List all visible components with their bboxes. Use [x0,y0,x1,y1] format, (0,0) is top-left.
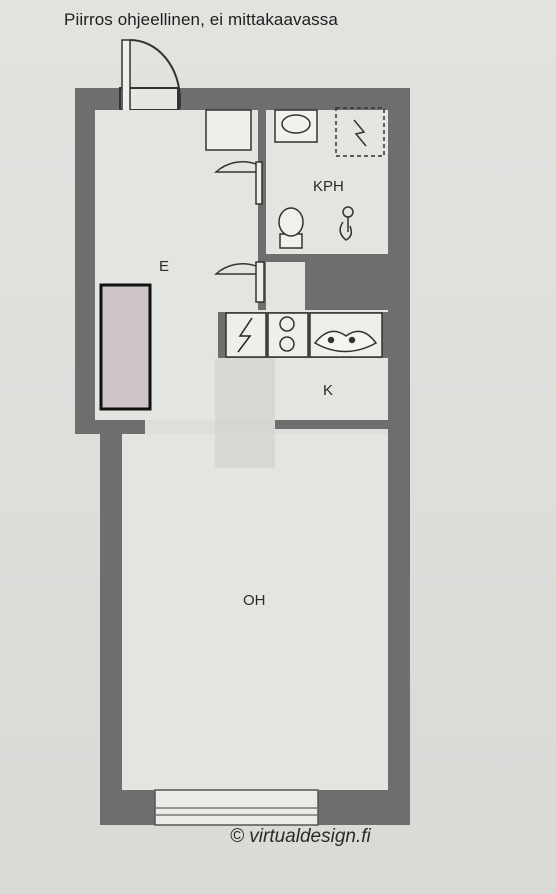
stove [267,312,309,358]
kitchen-partition-wall [275,420,388,429]
window [154,789,319,826]
room-label-entrance: E [159,258,170,275]
drawing-caption: Piirros ohjeellinen, ei mittakaavassa [64,10,338,29]
sink-icon [281,114,311,134]
closet-units [205,109,265,303]
floor-lower [122,434,388,790]
room-label-kitchen: K [323,382,334,399]
closet-door-swing-icon-2 [214,262,257,275]
wall-left-lower [100,420,122,825]
wall-left-upper [75,88,95,433]
stove-burner-2 [279,336,295,352]
shower-icon [339,206,354,241]
toilet-icon [278,207,304,237]
copyright-credit: © virtualdesign.fi [230,826,371,847]
outer-walls [75,88,410,825]
floor-drain-icon [335,107,385,157]
kitchen-opening-shade [215,358,275,468]
bathroom-fixtures [274,107,385,249]
room-label-bathroom: KPH [313,178,344,195]
kitchen-counter [218,312,388,358]
shaft-block [305,254,388,310]
electric-symbol-icon [353,119,367,147]
room-label-living-room: OH [243,592,266,609]
kitchen-sink-icon [313,330,378,353]
stove-icon [279,316,295,332]
wall-bottom-right [318,790,410,825]
wall-top-right [178,88,398,110]
wall-right [388,88,410,825]
electric-symbol-icon-kitchen [237,317,253,353]
closet-door-leaf [255,161,263,205]
closet-box [205,109,252,151]
closet-door-swing-icon [214,160,257,173]
fridge-electric [225,312,267,358]
closet-door-leaf-2 [255,261,265,303]
wall-left-step [75,418,145,434]
wall-bottom-left [100,790,155,825]
wardrobe [99,283,152,411]
